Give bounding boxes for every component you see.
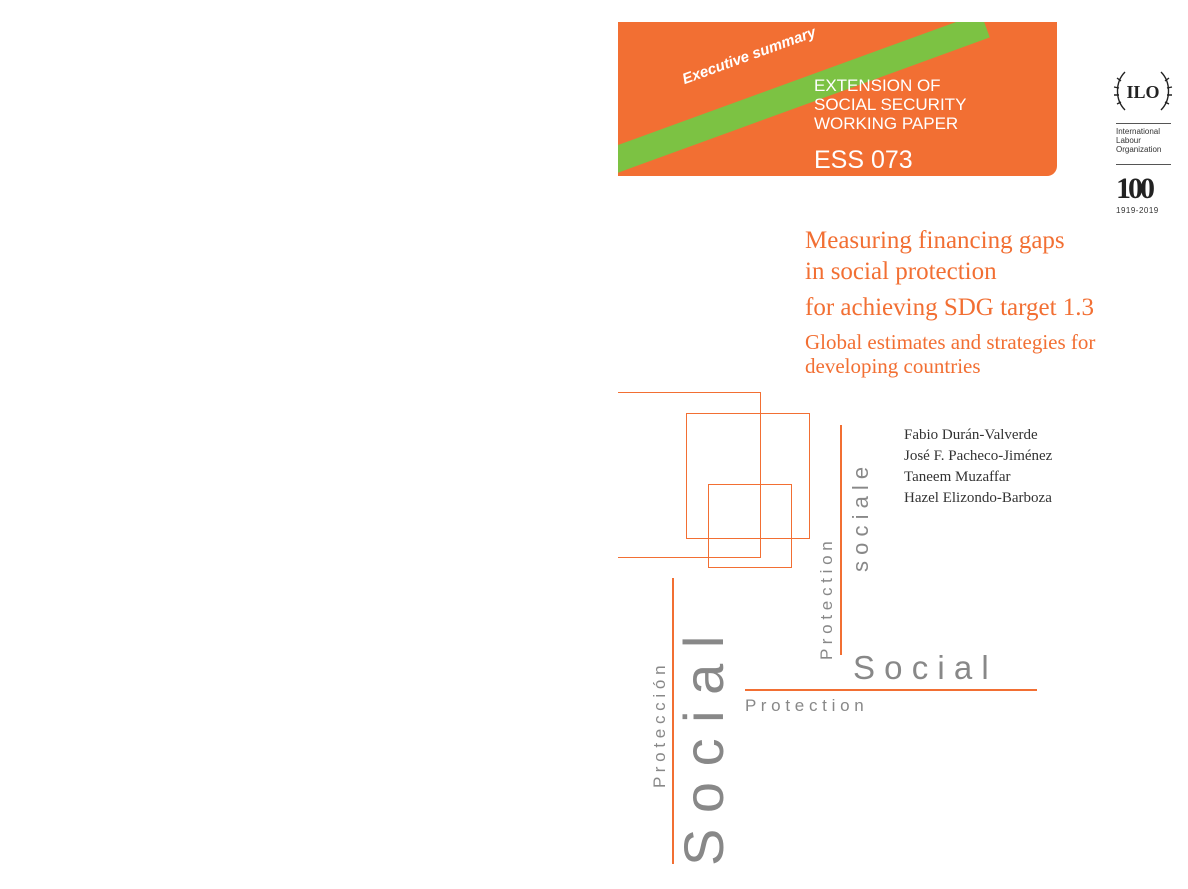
title-line: for achieving SDG target 1.3 (805, 294, 1095, 321)
centenary-number: 100 (1116, 172, 1154, 204)
sociale-text: s o c i a l e (848, 466, 873, 572)
series-line: EXTENSION OF (814, 76, 941, 95)
protection-english-text: P r o t e c t i o n (745, 696, 864, 715)
decorative-square (686, 413, 810, 539)
centenary-logo-icon: 100 (1116, 172, 1157, 204)
title-line: Measuring financing gaps (805, 227, 1065, 254)
author-name: Taneem Muzaffar (904, 469, 1011, 485)
author-name: José F. Pacheco-Jiménez (904, 448, 1053, 464)
org-line: Organization (1116, 145, 1162, 154)
document-subtitle: Global estimates and strategies for deve… (805, 330, 1095, 378)
subtitle-line: developing countries (805, 354, 981, 378)
decorative-line (745, 689, 1037, 691)
decorative-line (672, 578, 674, 864)
decorative-square (618, 392, 761, 558)
divider (1116, 123, 1171, 124)
series-line: SOCIAL SECURITY (814, 95, 967, 114)
author-name: Fabio Durán-Valverde (904, 427, 1038, 443)
centenary-years: 1919-2019 (1116, 206, 1159, 215)
proteccion-spanish-text: P r o t e c c i ó n (650, 665, 669, 788)
series-line: WORKING PAPER (814, 114, 959, 133)
org-line: International (1116, 127, 1161, 136)
ilo-org-name: International Labour Organization (1116, 127, 1161, 154)
title-line: in social protection (805, 258, 997, 285)
author-list: Fabio Durán-Valverde José F. Pacheco-Jim… (904, 425, 1052, 509)
series-banner: Executive summary EXTENSION OF SOCIAL SE… (618, 22, 1057, 176)
org-line: Labour (1116, 136, 1141, 145)
series-number: ESS 073 (814, 146, 913, 174)
ilo-letters: ILO (1126, 82, 1159, 102)
author-name: Hazel Elizondo-Barboza (904, 490, 1052, 506)
social-english-text: S o c i a l (853, 649, 989, 686)
ribbon-label: Executive summary (680, 23, 819, 88)
subtitle-line: Global estimates and strategies for (805, 330, 1096, 354)
series-title: EXTENSION OF SOCIAL SECURITY WORKING PAP… (814, 76, 966, 133)
divider (1116, 164, 1171, 165)
social-spanish-text: S o c i a l (672, 635, 735, 866)
ilo-emblem-icon: ILO (1113, 71, 1173, 111)
document-title: Measuring financing gaps in social prote… (805, 225, 1094, 323)
protection-french-text: P r o t e c t i o n (817, 541, 836, 660)
decorative-line (840, 425, 842, 655)
decorative-square (708, 484, 792, 568)
